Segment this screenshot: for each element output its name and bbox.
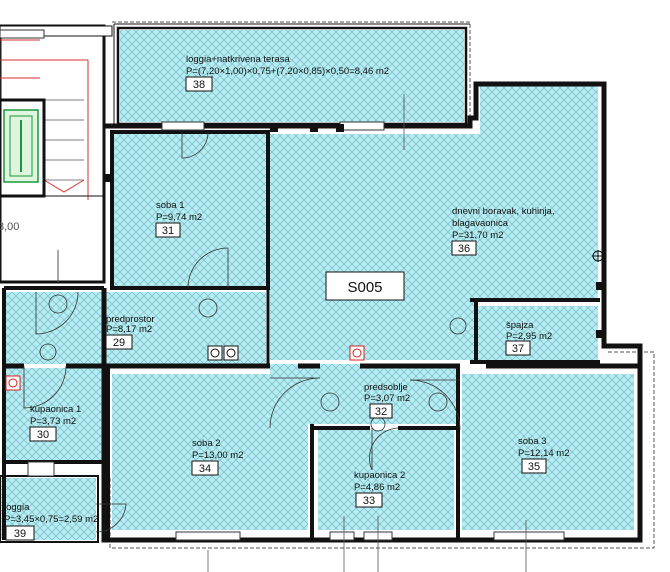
room-number: 30 (37, 429, 49, 441)
room-soba1: soba 1 P=9,74 m2 31 (155, 200, 202, 238)
room-number: 37 (512, 343, 524, 355)
room-kupaonica2: kupaonica 2 P=4,86 m2 33 (354, 470, 405, 508)
room-number: 29 (113, 337, 125, 349)
room-name: loggia+natkrivena terasa (186, 54, 290, 65)
room-predprostor: predprostor P=8,17 m2 29 (105, 314, 155, 350)
room-area: P=8,17 m2 (106, 324, 152, 335)
room-name: soba 2 (192, 438, 221, 449)
room-area: P=4,86 m2 (354, 482, 400, 493)
room-number: 31 (162, 225, 174, 237)
unit-label-box (325, 271, 405, 301)
room-loggia: loggia P=3,45×0,75=2,59 m2 39 (4, 502, 98, 541)
room-spajza: špajza P=2,95 m2 37 (505, 320, 552, 356)
room-area: P=13,00 m2 (192, 450, 244, 461)
fixture-markers (5, 124, 604, 391)
room-area: P=12,14 m2 (518, 448, 570, 459)
stairwell: 3,00 (0, 24, 113, 284)
room-name: špajza (506, 320, 534, 331)
room-number: 36 (458, 243, 470, 255)
stairwell-label: 3,00 (0, 221, 19, 233)
room-name: kupaonica 2 (354, 470, 405, 481)
room-dnevni: dnevni boravak, kuhinja, blagavaonica P=… (451, 206, 554, 256)
room-number: 32 (375, 406, 387, 418)
room-area: P=3,45×0,75=2,59 m2 (4, 514, 98, 525)
unit-label: S005 (347, 279, 382, 296)
room-soba2: soba 2 P=13,00 m2 34 (191, 438, 244, 476)
room-name: kupaonica 1 (30, 404, 81, 415)
room-number-box (185, 76, 213, 92)
room-number-box (29, 426, 57, 442)
room-area: P=31,70 m2 (452, 230, 504, 241)
room-predsoblje: predsoblje P=3,07 m2 32 (364, 382, 410, 419)
room-number-box (505, 340, 531, 356)
room-number-box (369, 403, 393, 419)
room-soba3: soba 3 P=12,14 m2 35 (518, 436, 570, 474)
room-number-box (105, 334, 133, 350)
room-area: P=(7,20×1,00)×0,75+(7,20×0,85)×0,50=8,46… (186, 66, 389, 77)
room-number: 35 (528, 461, 540, 473)
room-area: P=3,73 m2 (30, 416, 76, 427)
room-name: soba 1 (156, 200, 185, 211)
room-number-box (155, 222, 181, 238)
room-area: P=3,07 m2 (364, 393, 410, 404)
room-number: 33 (363, 495, 375, 507)
room-name: predsoblje (364, 382, 408, 393)
room-number: 34 (199, 463, 211, 475)
room-name: loggia (4, 502, 30, 513)
room-loggia-terasa: loggia+natkrivena terasa P=(7,20×1,00)×0… (185, 54, 389, 92)
room-name-2: blagavaonica (452, 218, 509, 229)
room-number: 38 (193, 79, 205, 91)
room-number-box (5, 525, 35, 541)
room-area: P=9,74 m2 (156, 212, 202, 223)
room-number-box (355, 492, 383, 508)
room-name: predprostor (106, 314, 155, 325)
room-area: P=2,95 m2 (506, 331, 552, 342)
doors (23, 131, 467, 533)
room-number-box (451, 240, 477, 256)
room-kupaonica1: kupaonica 1 P=3,73 m2 30 (29, 404, 81, 442)
room-number-box (521, 458, 547, 474)
windows (0, 29, 565, 541)
room-name: dnevni boravak, kuhinja, (452, 206, 554, 217)
room-number-box (191, 460, 219, 476)
room-number: 39 (14, 528, 26, 540)
room-name: soba 3 (518, 436, 547, 447)
walls (0, 23, 643, 543)
